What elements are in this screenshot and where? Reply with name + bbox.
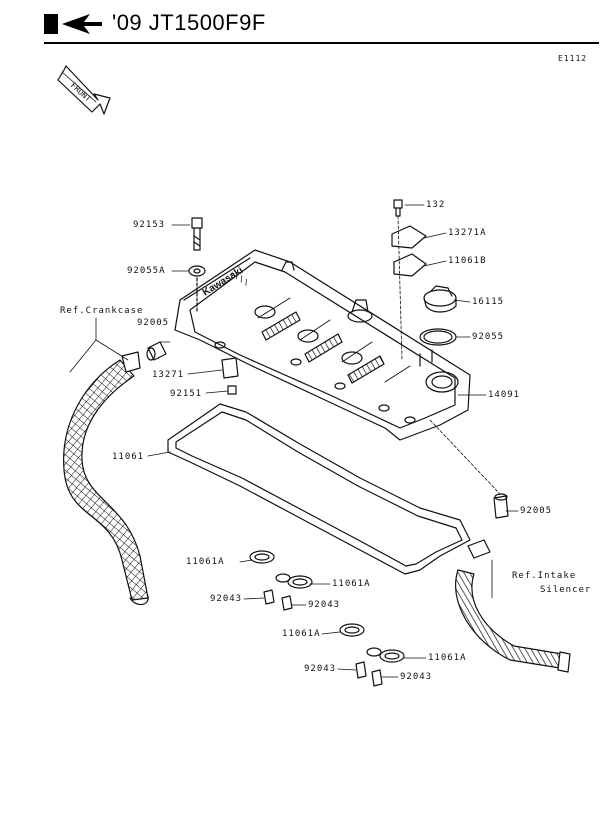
gasket-11061b — [393, 253, 427, 277]
bolt-132 — [393, 199, 403, 217]
callout-92043-1-right: 92043 — [308, 600, 341, 610]
callout-92055a: 92055A — [127, 266, 166, 276]
callout-92005-right: 92005 — [520, 506, 553, 516]
callout-92055: 92055 — [472, 332, 505, 342]
front-arrow-icon: FRONT — [57, 65, 111, 115]
callout-11061a-1-left: 11061A — [186, 557, 225, 567]
fitting-92005-right — [493, 493, 509, 519]
callout-92043-1-left: 92043 — [210, 594, 243, 604]
oil-filler-cap — [423, 285, 457, 313]
callout-16115: 16115 — [472, 297, 505, 307]
washer-92055a-hole — [193, 268, 201, 274]
cylinder-head-cover: Kawasaki — [174, 249, 471, 441]
kawasaki-logo-icon — [62, 14, 102, 34]
callout-13271: 13271 — [152, 370, 185, 380]
callout-92043-2-right: 92043 — [400, 672, 433, 682]
callout-13271a: 13271A — [448, 228, 487, 238]
callout-ref-crankcase: Ref.Crankcase — [60, 306, 144, 316]
callout-92153: 92153 — [133, 220, 166, 230]
breather-hose-intake — [455, 539, 571, 673]
callout-ref-silencer: Silencer — [540, 585, 592, 595]
grommet-set-1 — [249, 550, 313, 611]
page-header: '09 JT1500F9F — [44, 8, 584, 44]
callout-11061a-2-right: 11061A — [428, 653, 467, 663]
callout-11061a-2-left: 11061A — [282, 629, 321, 639]
brand-block — [44, 14, 58, 34]
cover-gasket-11061 — [167, 403, 471, 575]
callout-14091: 14091 — [488, 390, 521, 400]
illustration-reference-code: E1112 — [558, 54, 588, 63]
callout-132: 132 — [426, 200, 446, 210]
model-title: '09 JT1500F9F — [112, 10, 266, 35]
header-rule — [44, 42, 599, 44]
callout-92043-2-left: 92043 — [304, 664, 337, 674]
callout-92151: 92151 — [170, 389, 203, 399]
callout-92005-left: 92005 — [137, 318, 170, 328]
callout-11061a-1-right: 11061A — [332, 579, 371, 589]
washer-92055a — [188, 265, 206, 277]
breather-hose-crankcase — [63, 351, 149, 606]
callout-11061: 11061 — [112, 452, 145, 462]
callout-ref-intake: Ref.Intake — [512, 571, 577, 581]
callout-11061b: 11061B — [448, 256, 487, 266]
bracket-13271 — [221, 357, 239, 379]
bolt-92151 — [227, 385, 237, 395]
fitting-92005-left — [146, 341, 167, 361]
grommet-set-2 — [339, 623, 405, 687]
callout-leader-lines — [147, 204, 519, 678]
bolt-92153 — [191, 217, 203, 251]
plate-13271a — [391, 225, 427, 249]
